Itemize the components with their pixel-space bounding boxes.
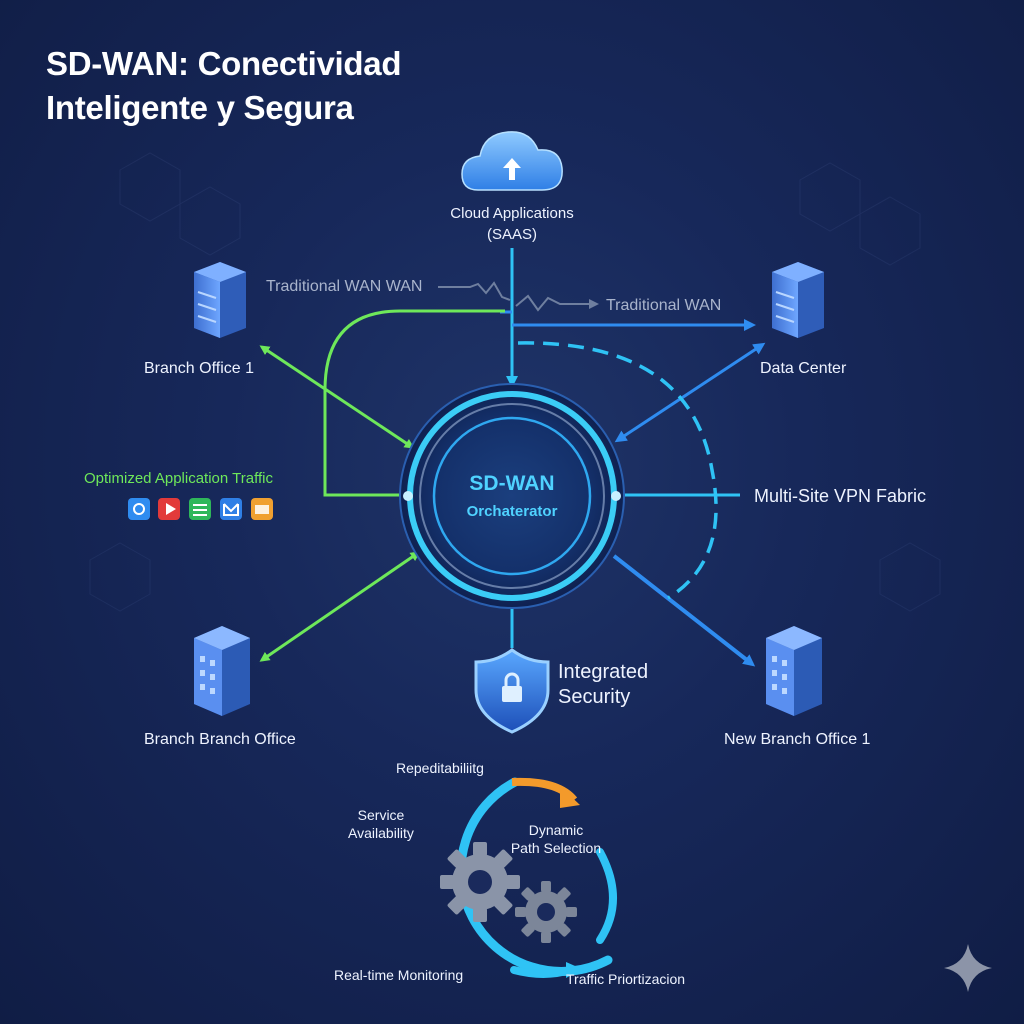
gears-icon <box>440 842 577 943</box>
server-icon <box>194 262 246 338</box>
sparkle-icon <box>944 944 992 992</box>
cloud-label-line-2: (SAAS) <box>486 226 537 243</box>
monitoring-label: Real-time Monitoring <box>334 967 464 983</box>
new-branch-office-label: New Branch Office 1 <box>724 731 871 748</box>
cloud-label-line-1: Cloud Applications <box>450 205 574 222</box>
operations-cycle <box>456 777 617 978</box>
vpn-fabric-arc <box>517 341 718 600</box>
hub-label-line-1: SD-WAN <box>469 472 555 495</box>
dynamic-path-label: Dynamic Path Selection <box>496 821 616 857</box>
service-availability-label: Service Availability <box>326 806 436 842</box>
optimized-traffic-label: Optimized Application Traffic <box>84 470 273 487</box>
dynamic-line-1: Dynamic <box>528 822 584 838</box>
repeatability-label: Repeditabiliitg <box>396 760 484 776</box>
traditional-wan-lines <box>438 281 599 312</box>
hex-pattern <box>89 152 941 612</box>
branch-office-1-label: Branch Office 1 <box>144 360 254 377</box>
traditional-wan-right-label: Traditional WAN <box>606 297 722 314</box>
server-icon <box>772 262 824 338</box>
branch-branch-office-label: Branch Branch Office <box>144 731 296 748</box>
building-icon <box>766 626 822 716</box>
hub-label-line-2: Orchaterator <box>466 503 558 520</box>
data-center-label: Data Center <box>760 360 847 377</box>
security-label: Integrated Security <box>558 660 648 710</box>
branch-branch-link <box>259 551 421 662</box>
camera-app-icon <box>128 498 150 520</box>
hub-label: SD-WAN Orchaterator <box>432 470 592 526</box>
vpn-fabric-label: Multi-Site VPN Fabric <box>754 486 927 506</box>
cloud-icon <box>461 131 563 191</box>
dynamic-line-2: Path Selection <box>510 840 602 856</box>
app-icons <box>128 498 273 520</box>
building-icon <box>194 626 250 716</box>
page-title: SD-WAN: Conectividad Inteligente y Segur… <box>46 42 646 130</box>
security-label-line-2: Security <box>558 686 631 708</box>
sdwan-hub <box>399 383 625 609</box>
branch1-link <box>259 345 415 449</box>
service-line-1: Service <box>357 807 405 823</box>
service-line-2: Availability <box>348 825 414 841</box>
shield-lock-icon <box>474 648 550 734</box>
traditional-wan-left-label: Traditional WAN WAN <box>266 278 423 295</box>
title-line-2: Inteligente y Segura <box>46 89 354 126</box>
cloud-label: Cloud Applications (SAAS) <box>412 203 612 245</box>
datacenter-link <box>614 342 766 443</box>
new-branch-link <box>612 554 756 667</box>
title-line-1: SD-WAN: Conectividad <box>46 45 402 82</box>
traffic-prioritization-label: Traffic Priortizacion <box>566 971 686 987</box>
security-label-line-1: Integrated <box>558 661 649 683</box>
